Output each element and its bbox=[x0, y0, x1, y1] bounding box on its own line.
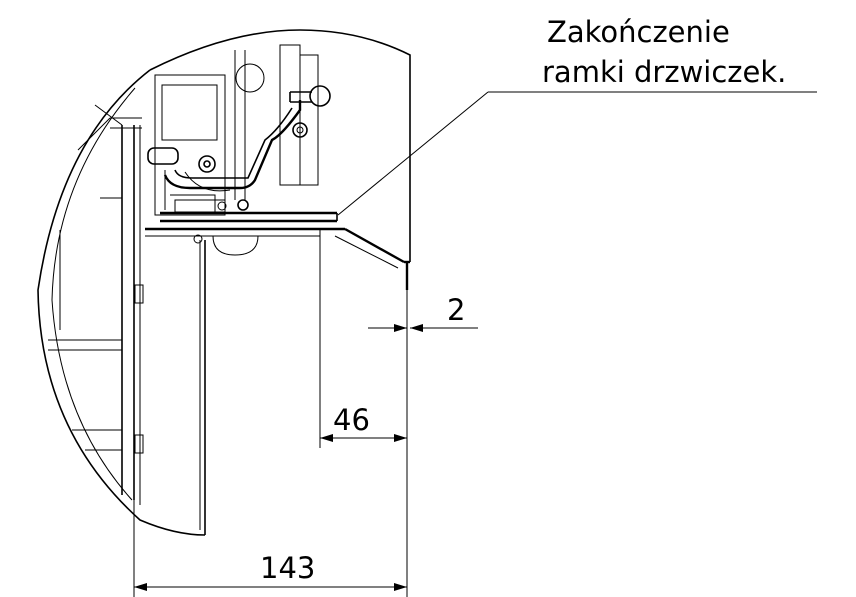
door-panel bbox=[199, 240, 206, 535]
door-frame-profile bbox=[145, 211, 410, 290]
dimension-width-label: 143 bbox=[260, 551, 315, 585]
callout-label-line2: ramki drzwiczek. bbox=[542, 55, 786, 89]
side-wall bbox=[48, 104, 144, 505]
callout-label-line1: Zakończenie bbox=[547, 15, 730, 49]
callout-leader: Zakończenie ramki drzwiczek. bbox=[337, 15, 817, 216]
detail-view-boundary bbox=[37, 29, 411, 536]
hinge-mechanism bbox=[147, 44, 331, 216]
dimension-depth-label: 46 bbox=[333, 403, 370, 437]
dimension-gap: 2 bbox=[368, 293, 478, 332]
dimension-depth: 46 bbox=[320, 403, 407, 442]
dimension-width: 143 bbox=[134, 551, 407, 591]
dimension-gap-label: 2 bbox=[447, 293, 465, 327]
extension-lines bbox=[133, 229, 408, 597]
